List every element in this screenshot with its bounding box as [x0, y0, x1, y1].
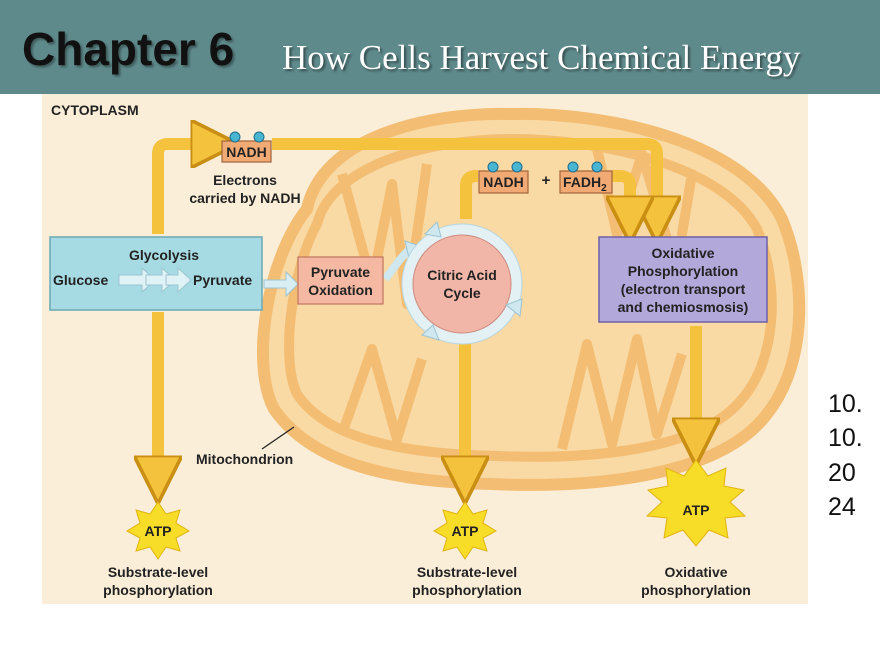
citric-acid-cycle: Citric Acid Cycle [401, 221, 523, 345]
glucose-label: Glucose [53, 272, 108, 288]
pyruvate-label: Pyruvate [193, 272, 252, 288]
substrate-level-label-2-line2: phosphorylation [412, 582, 522, 598]
atp-label-3: ATP [683, 502, 710, 518]
svg-text:Phosphorylation: Phosphorylation [628, 263, 738, 279]
substrate-level-label-2: Substrate-level [417, 564, 517, 580]
side-number-1: 10. [828, 390, 863, 418]
svg-text:Cycle: Cycle [443, 285, 481, 301]
svg-text:Pyruvate: Pyruvate [311, 264, 370, 280]
svg-text:Oxidative: Oxidative [651, 245, 714, 261]
cellular-respiration-diagram: CYTOPLASM NADH Electrons carried by NADH [42, 94, 808, 604]
mitochondrion-label: Mitochondrion [196, 451, 293, 467]
svg-text:Citric Acid: Citric Acid [427, 267, 497, 283]
electrons-label: Electrons [213, 172, 277, 188]
side-number-2: 10. [828, 424, 863, 452]
electron-icon [487, 161, 499, 173]
glycolysis-box: Glycolysis Glucose Pyruvate [49, 236, 263, 311]
side-number-3: 20 [828, 459, 856, 487]
plus-sign: + [542, 172, 551, 189]
atp-label-1: ATP [145, 523, 172, 539]
atp-burst-2 [432, 501, 498, 560]
chapter-title: How Cells Harvest Chemical Energy [282, 38, 801, 77]
electron-icon [253, 131, 265, 143]
atp-label-2: ATP [452, 523, 479, 539]
substrate-level-label-1-line2: phosphorylation [103, 582, 213, 598]
electron-icon [591, 161, 603, 173]
nadh-label: NADH [483, 174, 523, 190]
oxidative-phosphorylation-box: Oxidative Phosphorylation (electron tran… [598, 236, 768, 323]
side-number-4: 24 [828, 493, 856, 521]
substrate-level-label-1: Substrate-level [108, 564, 208, 580]
flow-arrows [158, 144, 696, 482]
svg-text:Oxidation: Oxidation [308, 282, 373, 298]
svg-text:(electron transport: (electron transport [621, 281, 746, 297]
svg-text:and chemiosmosis): and chemiosmosis) [618, 299, 749, 315]
pyruvate-oxidation-box: Pyruvate Oxidation [297, 256, 384, 305]
fadh2-label: FADH2 [563, 174, 607, 194]
svg-text:NADH: NADH [226, 144, 266, 160]
chapter-header-bar [0, 0, 880, 94]
cytoplasm-label: CYTOPLASM [51, 102, 139, 118]
oxidative-label-line2: phosphorylation [641, 582, 751, 598]
nadh-top: NADH [221, 131, 272, 163]
glycolysis-title: Glycolysis [129, 247, 199, 263]
nadh-fadh2-group: NADH + FADH2 [478, 161, 613, 194]
electron-icon [511, 161, 523, 173]
oxidative-label: Oxidative [664, 564, 727, 580]
electrons-label-line2: carried by NADH [189, 190, 300, 206]
atp-burst-3 [645, 459, 747, 547]
electron-icon [567, 161, 579, 173]
chapter-number: Chapter 6 [22, 23, 235, 75]
atp-burst-1 [125, 501, 191, 560]
electron-icon [229, 131, 241, 143]
